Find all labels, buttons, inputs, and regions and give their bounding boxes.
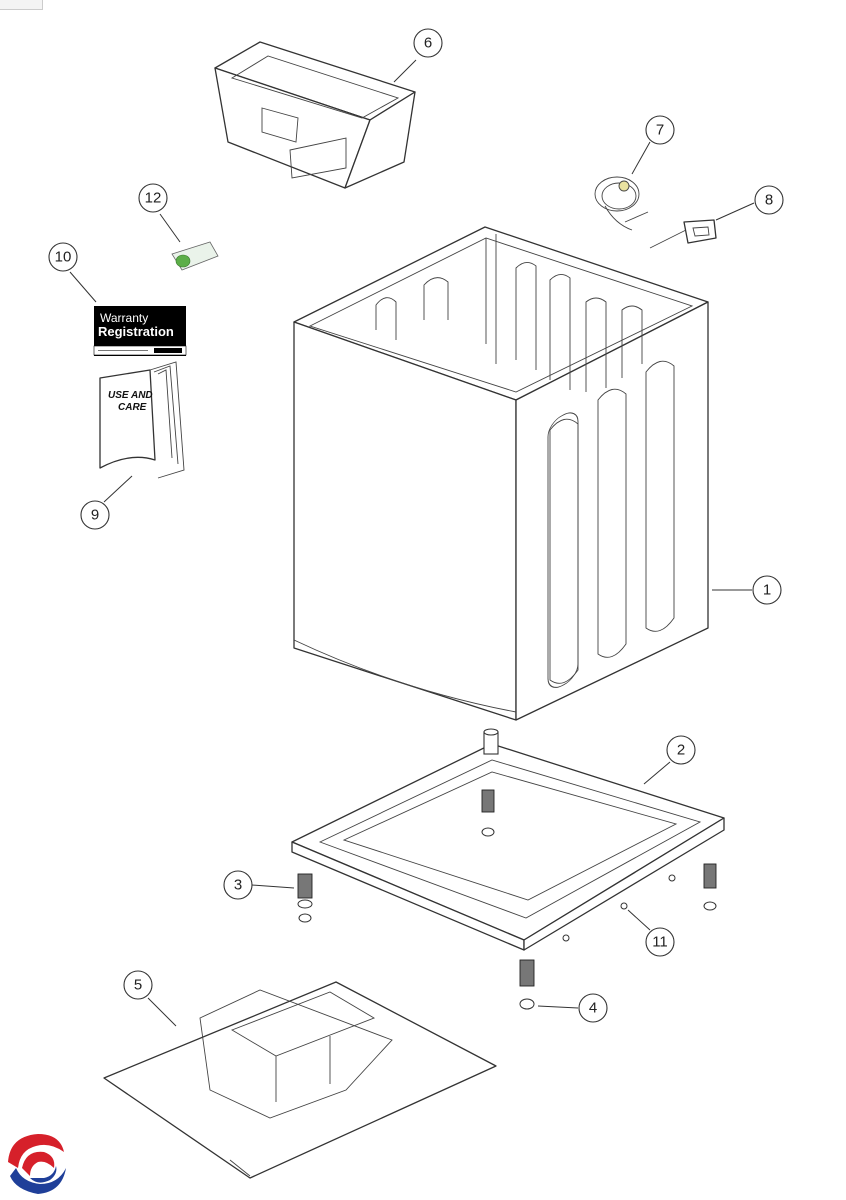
callout-2: 2 [643, 735, 696, 785]
part-7-wire-coil[interactable] [594, 176, 649, 231]
callout-11: 11 [627, 909, 675, 957]
part-4-leveling-foot[interactable] [519, 959, 535, 1010]
part-1-cabinet[interactable] [293, 226, 709, 721]
callout-6: 6 [393, 28, 443, 83]
part-9-manual[interactable]: USE AND CARE [99, 361, 185, 479]
manual-line1: USE AND [108, 390, 153, 401]
warranty-line1: Warranty [100, 311, 148, 325]
callout-3: 3 [223, 870, 295, 900]
svg-text:9: 9 [91, 507, 99, 524]
svg-text:8: 8 [765, 192, 773, 209]
leveling-foot-right[interactable] [703, 863, 717, 911]
callout-5: 5 [123, 970, 177, 1027]
leveling-foot-center[interactable] [481, 789, 495, 837]
svg-text:12: 12 [145, 190, 162, 207]
callout-10: 10 [48, 242, 97, 303]
part-11-screws[interactable] [562, 874, 676, 942]
part-10-warranty-card[interactable]: Warranty Registration [93, 306, 187, 356]
callout-12: 12 [138, 183, 181, 243]
svg-text:6: 6 [424, 35, 432, 52]
brand-swirl-logo [8, 1134, 66, 1194]
callout-9: 9 [80, 475, 133, 530]
svg-text:5: 5 [134, 977, 142, 994]
svg-text:2: 2 [677, 742, 685, 759]
part-3-leveling-foot[interactable] [297, 873, 313, 923]
svg-text:1: 1 [763, 582, 771, 599]
callout-8: 8 [715, 185, 784, 221]
part-5-packaging-base[interactable] [103, 981, 497, 1179]
callout-4: 4 [537, 993, 608, 1023]
part-8-clip[interactable] [649, 219, 717, 249]
part-6-tray[interactable] [214, 41, 416, 189]
svg-text:4: 4 [589, 1000, 597, 1017]
svg-text:3: 3 [234, 877, 242, 894]
callout-1: 1 [712, 575, 782, 605]
corner-tab [0, 0, 43, 10]
warranty-line2: Registration [98, 324, 174, 339]
part-2-base-frame[interactable] [291, 728, 725, 951]
part-12-small-green-part[interactable] [171, 241, 219, 271]
svg-text:7: 7 [656, 122, 664, 139]
callout-7: 7 [631, 115, 675, 175]
svg-text:10: 10 [55, 249, 72, 266]
manual-line2: CARE [118, 402, 147, 413]
svg-text:11: 11 [652, 934, 668, 951]
